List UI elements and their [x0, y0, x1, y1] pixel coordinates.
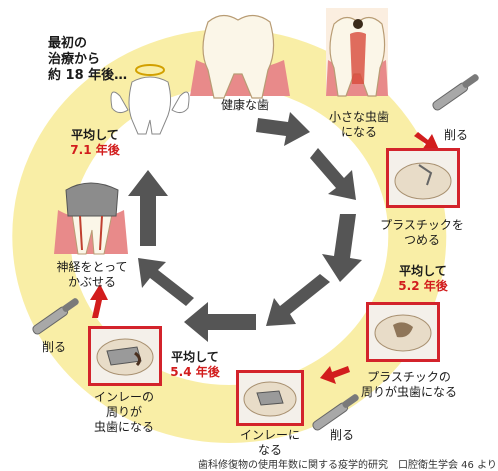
yellow-band: [12, 29, 447, 443]
cut-label-left: 削る: [42, 340, 67, 354]
cycle-arrow-1: [256, 112, 310, 146]
caries-tooth-illustration: [326, 8, 388, 97]
average-inlay-line1: 平均して: [171, 350, 219, 364]
plastic-filling-photo: [386, 148, 460, 208]
label-plastic-fill: プラスチックを つめる: [380, 218, 464, 247]
average-plastic-line1: 平均して: [399, 264, 447, 278]
cycle-arrow-7: [128, 170, 168, 246]
drill-icon-bottom: [312, 394, 359, 431]
label-inlay: インレーに なる: [239, 428, 300, 457]
red-arrow-inlay: [320, 366, 350, 384]
red-arrow-fill: [414, 132, 440, 152]
angel-tooth-illustration: [110, 64, 190, 135]
wing-left: [110, 91, 129, 114]
inlay-photo: [236, 370, 304, 426]
drill-icon-left: [32, 298, 79, 335]
crown-tooth-illustration: [54, 182, 128, 255]
caries-spot: [353, 19, 363, 29]
label-crown: 神経をとって かぶせる: [56, 260, 128, 289]
cycle-arrow-4: [266, 274, 330, 326]
average-crown: 平均して 7.1 年後: [60, 128, 130, 158]
healthy-tooth-illustration: [190, 14, 290, 99]
label-plastic-caries: プラスチックの 周りが虫歯になる: [360, 370, 457, 399]
tooth: [202, 14, 275, 99]
inlay-caries-photo: [88, 326, 162, 386]
tooth-body: [128, 76, 172, 135]
average-plastic-line2: 5.2 年後: [398, 279, 448, 293]
cycle-arrow-2: [310, 148, 356, 200]
intro-text: 最初の 治療から 約 18 年後…: [48, 36, 128, 83]
red-arrows: [90, 132, 440, 384]
label-healthy: 健康な歯: [220, 98, 269, 112]
crown-cap: [65, 182, 119, 217]
cycle-arrows: [128, 112, 362, 342]
cycle-arrow-6: [138, 258, 194, 306]
red-arrow-crown: [90, 284, 108, 318]
drill-icon-right: [432, 74, 479, 111]
average-inlay: 平均して 5.4 年後: [160, 350, 230, 380]
halo: [135, 64, 165, 76]
cycle-arrow-3: [322, 214, 362, 282]
source-citation: 歯科修復物の使用年数に関する疫学的研究 口腔衛生学会 46 より: [198, 460, 497, 471]
average-crown-line2: 7.1 年後: [70, 143, 120, 157]
average-plastic: 平均して 5.2 年後: [388, 264, 458, 294]
plastic-caries-photo: [366, 302, 440, 362]
wing-right: [171, 91, 190, 114]
label-small-caries: 小さな虫歯 になる: [328, 110, 389, 139]
average-crown-line1: 平均して: [71, 128, 119, 142]
cycle-arrow-5: [184, 302, 256, 342]
pulp: [350, 32, 366, 84]
cut-label-right: 削る: [444, 128, 469, 142]
label-inlay-caries: インレーの 周りが 虫歯になる: [93, 390, 154, 434]
cut-label-bottom: 削る: [330, 428, 355, 442]
average-inlay-line2: 5.4 年後: [170, 365, 220, 379]
